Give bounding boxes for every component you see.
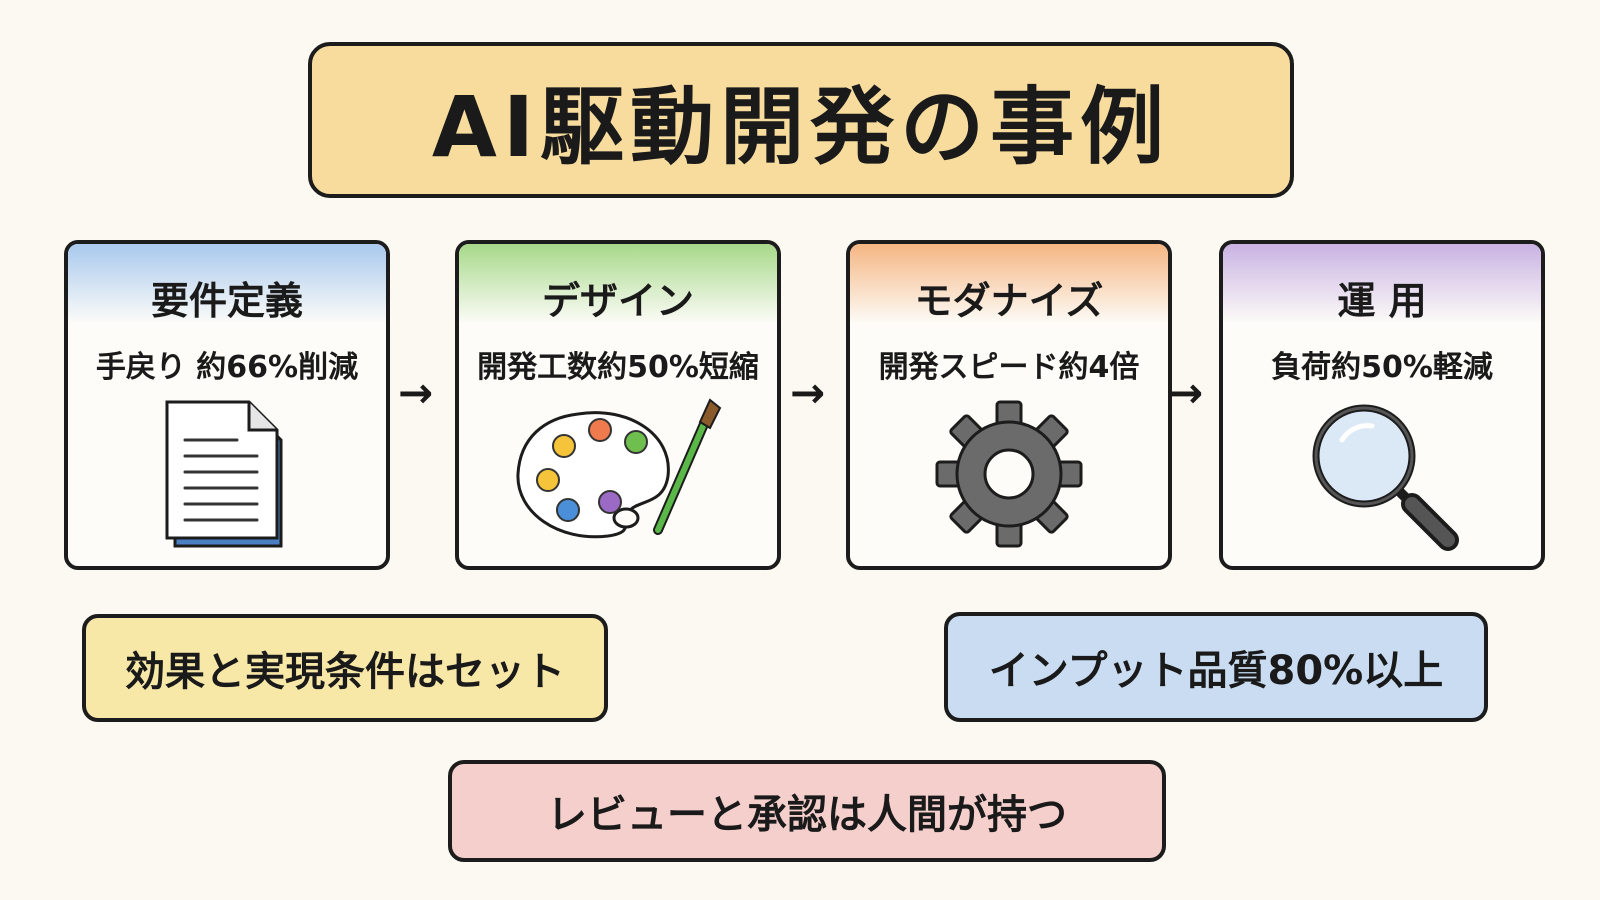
magnifier-icon [1302,394,1462,558]
page-title: AI駆動開発の事例 [431,77,1171,176]
step-accent-band [1223,244,1541,324]
step-card-requirements: 要件定義 手戻り 約66%削減 [64,240,390,570]
step-title: 要件定義 [150,279,303,323]
step-metric: 開発スピード約4倍 [878,350,1140,385]
palette-icon [508,394,728,548]
document-icon [157,394,297,558]
note-human-review: レビューと承認は人間が持つ [448,760,1166,862]
step-card-modernize: モダナイズ 開発スピード約4倍 [846,240,1172,570]
step-accent-band [459,244,777,324]
step-metric: 負荷約50%軽減 [1271,350,1493,385]
note-text: インプット品質80%以上 [988,648,1444,694]
flow-arrow: → [1168,368,1204,417]
step-title: 運 用 [1337,279,1427,323]
note-input-quality: インプット品質80%以上 [944,612,1488,722]
step-accent-band [68,244,386,324]
note-text: レビューと承認は人間が持つ [547,792,1067,838]
step-metric: 手戻り 約66%削減 [95,350,359,385]
flow-arrow: → [398,368,434,417]
flow-arrow: → [790,368,826,417]
step-accent-band [850,244,1168,324]
step-metric: 開発工数約50%短縮 [477,350,759,385]
step-card-operations: 運 用 負荷約50%軽減 [1219,240,1545,570]
step-title: デザイン [541,279,694,323]
gear-icon [929,394,1089,558]
step-title: モダナイズ [914,279,1104,323]
note-text: 効果と実現条件はセット [125,649,565,695]
step-card-design: デザイン 開発工数約50%短縮 [455,240,781,570]
note-effect-conditions: 効果と実現条件はセット [82,614,608,722]
title-banner: AI駆動開発の事例 [308,42,1294,198]
